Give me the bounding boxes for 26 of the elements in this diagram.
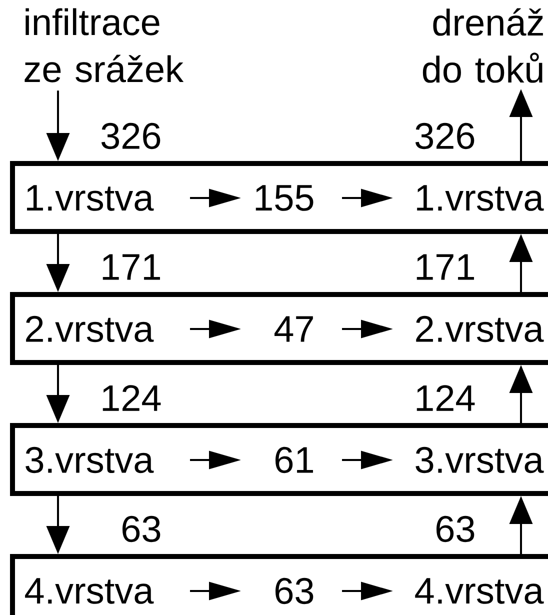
layer-label: 4.vrstva (415, 578, 544, 604)
flow-value: 61 (276, 446, 313, 474)
layer-label: 2.vrstva (416, 316, 544, 342)
layer-label: 1.vrstva (27, 185, 154, 211)
flow-label: infiltrace ze srážek (24, 8, 184, 82)
flow-label: drenáž do toků (422, 8, 543, 83)
layer-band (10, 161, 548, 234)
layer-label: 3.vrstva (416, 446, 544, 474)
edge-label: 124 (102, 385, 161, 411)
layer-label: 2.vrstva (26, 316, 154, 342)
edge-label: 124 (416, 385, 475, 411)
layer-band (10, 292, 548, 365)
flow-value: 155 (256, 185, 314, 211)
layer-band (10, 554, 548, 615)
layer-label: 3.vrstva (26, 446, 154, 474)
layer-label: 4.vrstva (25, 578, 154, 604)
flow-value: 47 (274, 316, 313, 342)
edge-label: 63 (122, 516, 160, 542)
edge-label: 171 (102, 254, 160, 280)
edge-label: 326 (415, 122, 474, 150)
edge-label: 171 (416, 254, 474, 280)
flow-value: 63 (276, 578, 314, 604)
edge-label: 63 (436, 516, 474, 542)
layer-label: 1.vrstva (417, 185, 544, 211)
edge-label: 326 (101, 122, 160, 150)
layer-band (10, 423, 548, 496)
